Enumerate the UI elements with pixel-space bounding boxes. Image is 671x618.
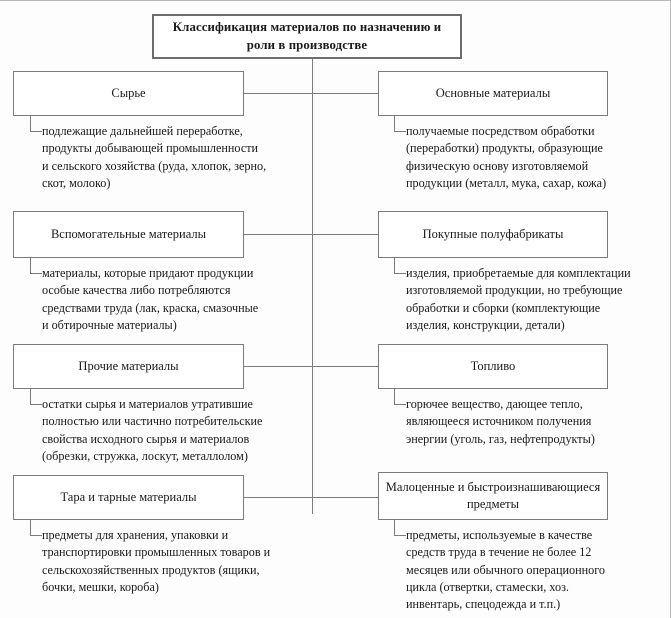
node-label-toplivo: Топливо: [470, 359, 516, 374]
connector-right-row-2: [312, 234, 379, 235]
node-box-pokupnye-polufabrikaty[interactable]: Покупные полуфабрикаты: [378, 211, 608, 258]
node-box-syrye[interactable]: Сырье: [13, 71, 244, 116]
node-description-vspomogatelnye-materialy: материалы, которые придают продукции осо…: [42, 266, 259, 332]
node-box-malotsennye-predmety[interactable]: Малоценные и быстроизнашивающиеся предме…: [378, 472, 608, 520]
elbow-osnovnye-materialy: [394, 116, 406, 132]
connector-right-row-4: [312, 497, 379, 498]
node-label-osnovnye-materialy: Основные материалы: [435, 86, 551, 101]
node-label-tara-i-tarnye-materialy: Тара и тарные материалы: [60, 490, 197, 505]
diagram-title-text: Классификация материалов по назначению и…: [172, 20, 442, 52]
elbow-pokupnye-polufabrikaty: [394, 258, 406, 274]
node-description-prochie-materialy: остатки сырья и материалов утратившие по…: [42, 397, 263, 463]
central-spine: [312, 59, 313, 514]
node-box-prochie-materialy[interactable]: Прочие материалы: [13, 344, 244, 389]
node-description-malotsennye-predmety: предметы, используемые в качестве средст…: [406, 528, 606, 612]
connector-right-row-3: [312, 366, 379, 367]
node-description-osnovnye-materialy: получаемые посредством обработки (перера…: [406, 124, 607, 190]
node-label-pokupnye-polufabrikaty: Покупные полуфабрикаты: [422, 227, 564, 242]
elbow-syrye: [30, 116, 42, 132]
elbow-toplivo: [394, 389, 406, 405]
connector-left-row-3: [243, 366, 313, 367]
node-box-tara-i-tarnye-materialy[interactable]: Тара и тарные материалы: [13, 475, 244, 520]
connector-right-row-1: [312, 93, 379, 94]
node-description-tara-i-tarnye-materialy: предметы для хранения, упаковки и трансп…: [42, 528, 271, 594]
node-box-toplivo[interactable]: Топливо: [378, 344, 608, 389]
node-label-malotsennye-predmety: Малоценные и быстроизнашивающиеся предме…: [385, 480, 601, 511]
elbow-malotsennye-predmety: [394, 520, 406, 536]
node-label-prochie-materialy: Прочие материалы: [78, 359, 179, 374]
connector-left-row-1: [243, 93, 313, 94]
elbow-vspomogatelnye-materialy: [30, 258, 42, 274]
node-box-vspomogatelnye-materialy[interactable]: Вспомогательные материалы: [13, 211, 244, 258]
node-description-pokupnye-polufabrikaty: изделия, приобретаемые для комплектации …: [406, 266, 631, 332]
node-description-syrye: подлежащие дальнейшей переработке, проду…: [42, 124, 267, 190]
connector-left-row-2: [243, 234, 313, 235]
elbow-tara-i-tarnye-materialy: [30, 520, 42, 536]
node-description-toplivo: горючее вещество, дающее тепло, являющее…: [406, 397, 595, 446]
node-box-osnovnye-materialy[interactable]: Основные материалы: [378, 71, 608, 116]
elbow-prochie-materialy: [30, 389, 42, 405]
node-label-vspomogatelnye-materialy: Вспомогательные материалы: [50, 227, 207, 242]
connector-left-row-4: [243, 497, 313, 498]
node-label-syrye: Сырье: [111, 86, 146, 101]
diagram-title-box: Классификация материалов по назначению и…: [152, 14, 462, 59]
